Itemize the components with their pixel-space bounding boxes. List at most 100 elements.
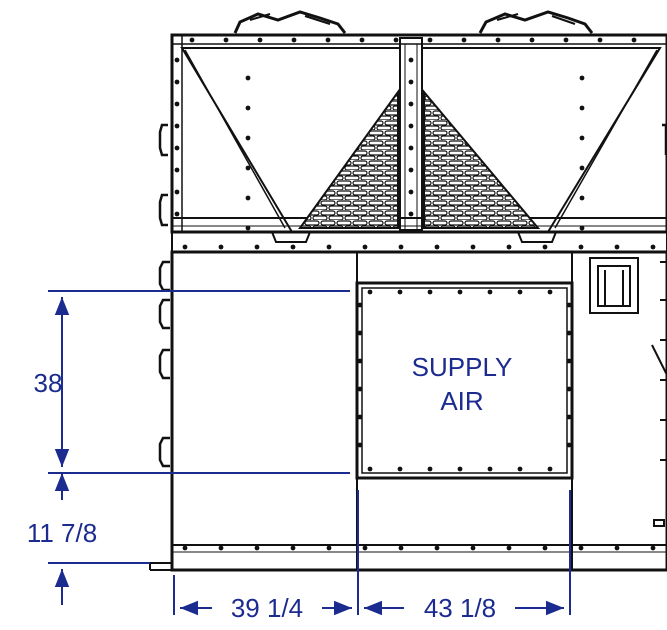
rivet	[254, 244, 260, 250]
rivet	[182, 545, 188, 551]
rivet	[578, 545, 584, 551]
rivet	[367, 466, 373, 472]
supply-air-opening	[355, 281, 574, 480]
rivet	[357, 302, 363, 308]
rivet	[579, 225, 585, 231]
rivet	[547, 466, 553, 472]
rivet	[614, 244, 620, 250]
rivet	[408, 79, 414, 85]
rivet	[291, 37, 297, 43]
rivet	[398, 545, 404, 551]
rivet	[245, 165, 251, 171]
rivet	[579, 165, 585, 171]
rivet	[174, 145, 180, 151]
rivet	[529, 37, 535, 43]
rivet	[408, 57, 414, 63]
rivet	[393, 37, 399, 43]
rivet	[174, 79, 180, 85]
rivet	[174, 123, 180, 129]
rivet	[566, 302, 572, 308]
rivet	[182, 244, 188, 250]
rivets	[174, 37, 656, 551]
rivet	[408, 123, 414, 129]
rivet	[579, 135, 585, 141]
rivet	[408, 145, 414, 151]
rivet	[631, 37, 637, 43]
rivet	[218, 545, 224, 551]
dimension-11-7-8-label: 11 7/8	[27, 518, 97, 548]
rivet	[470, 545, 476, 551]
rivet	[223, 37, 229, 43]
rivet	[357, 330, 363, 336]
rivet	[434, 244, 440, 250]
rivet	[408, 211, 414, 217]
rivet	[245, 75, 251, 81]
rivet	[397, 289, 403, 295]
rivet	[517, 466, 523, 472]
rivet	[506, 545, 512, 551]
rivet	[245, 195, 251, 201]
rivet	[547, 289, 553, 295]
rivet	[578, 244, 584, 250]
dimension-38-label: 38	[34, 368, 63, 398]
control-box	[589, 257, 639, 314]
cabinet-side-handles	[158, 260, 170, 468]
rivet	[650, 545, 656, 551]
supply-air-label-line1: SUPPLY	[412, 352, 513, 382]
rivet	[357, 358, 363, 364]
rivet	[517, 289, 523, 295]
rivet	[461, 37, 467, 43]
rivet	[174, 167, 180, 173]
rivet	[427, 289, 433, 295]
rivet	[357, 442, 363, 448]
condenser-section	[170, 10, 667, 234]
dimension-39-1-4-label: 39 1/4	[231, 593, 303, 623]
rivet	[326, 545, 332, 551]
rivet	[434, 545, 440, 551]
rivet	[367, 289, 373, 295]
rivet	[427, 466, 433, 472]
rivet	[495, 37, 501, 43]
rivet	[427, 37, 433, 43]
right-side-fittings	[651, 261, 667, 527]
rivet	[487, 289, 493, 295]
rivet	[408, 189, 414, 195]
rivet	[487, 466, 493, 472]
rivet	[290, 545, 296, 551]
rivet	[257, 37, 263, 43]
rivet	[245, 225, 251, 231]
coil-grille-right	[423, 89, 541, 229]
rivet	[542, 545, 548, 551]
rivet	[357, 414, 363, 420]
coil-feet	[271, 231, 557, 243]
rivet	[189, 37, 195, 43]
rivet	[614, 545, 620, 551]
rivet	[174, 189, 180, 195]
rivet	[566, 386, 572, 392]
rivet	[563, 37, 569, 43]
fan-guard-right	[478, 10, 594, 34]
dimension-lines	[48, 290, 571, 616]
rivet	[398, 244, 404, 250]
rivet	[408, 101, 414, 107]
rivet	[457, 289, 463, 295]
rivet	[470, 244, 476, 250]
dimension-43-1-8-label: 43 1/8	[424, 593, 496, 623]
coil-grille-left	[298, 88, 399, 229]
rivet	[408, 167, 414, 173]
rivet	[362, 244, 368, 250]
rivet	[566, 358, 572, 364]
rivet	[325, 37, 331, 43]
rivet	[290, 244, 296, 250]
rivet	[542, 244, 548, 250]
rivet	[218, 244, 224, 250]
rivet	[506, 244, 512, 250]
rivet	[579, 75, 585, 81]
rivet	[650, 244, 656, 250]
rivet	[579, 105, 585, 111]
rivet	[174, 211, 180, 217]
rivet	[174, 57, 180, 63]
supply-air-label-line2: AIR	[440, 386, 483, 416]
rivet	[397, 466, 403, 472]
